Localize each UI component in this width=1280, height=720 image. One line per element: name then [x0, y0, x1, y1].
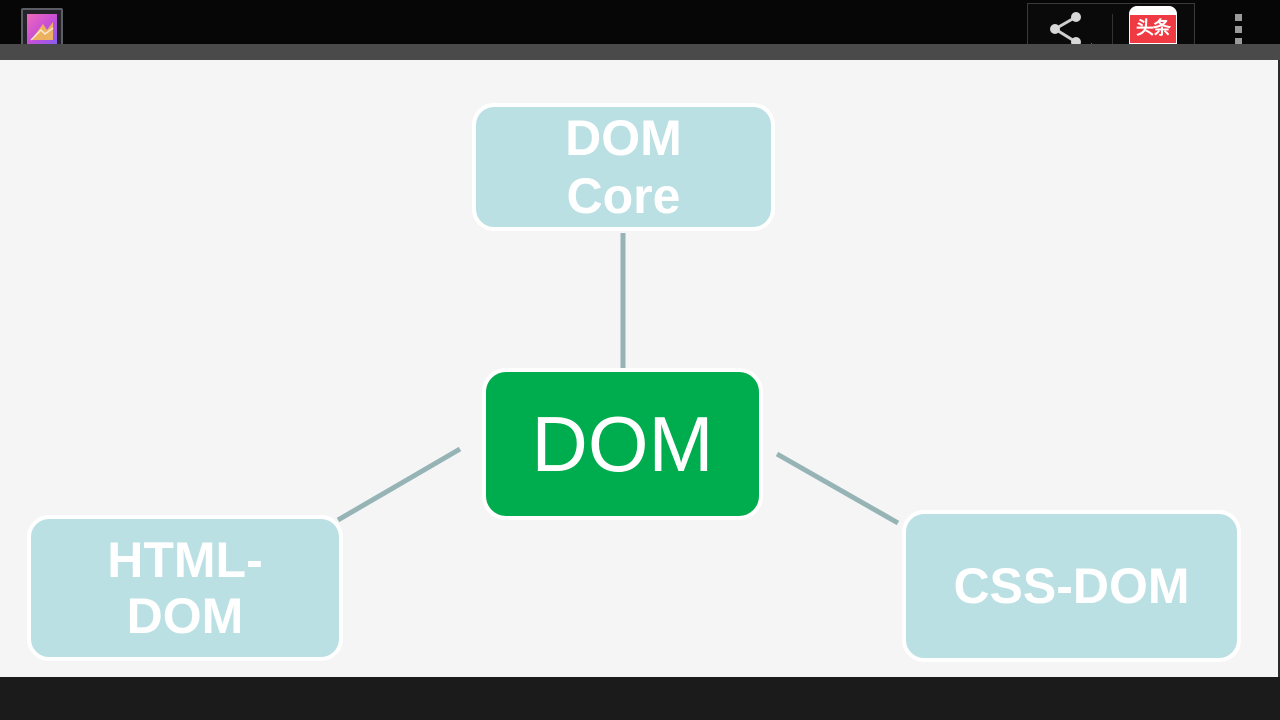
- connector-dom-html: [336, 446, 462, 523]
- connector-dom-css: [775, 451, 900, 526]
- bottom-bar: [0, 677, 1280, 720]
- viewer-right-edge: [1278, 60, 1280, 677]
- overflow-menu-button[interactable]: [1222, 8, 1256, 52]
- node-dom-center[interactable]: DOM: [482, 368, 763, 520]
- action-bar: 头条: [0, 0, 1280, 56]
- node-css-dom-label: CSS-DOM: [953, 558, 1190, 614]
- node-dom-core[interactable]: DOM Core: [472, 103, 775, 231]
- gallery-image-icon: [27, 14, 57, 44]
- gallery-icon[interactable]: [21, 8, 63, 50]
- toutiao-label: 头条: [1130, 15, 1176, 43]
- node-html-dom-line1: HTML-: [107, 532, 263, 588]
- action-divider: [1112, 14, 1113, 46]
- node-dom-label: DOM: [531, 400, 714, 488]
- node-css-dom[interactable]: CSS-DOM: [902, 510, 1241, 662]
- diagram-connectors: [336, 233, 900, 526]
- node-html-dom[interactable]: HTML- DOM: [27, 515, 343, 661]
- overflow-menu-icon: [1235, 14, 1242, 45]
- action-bar-bottom-strip: [0, 44, 1280, 60]
- node-html-dom-line2: DOM: [126, 588, 244, 644]
- node-dom-core-line2: Core: [566, 168, 681, 224]
- image-viewer-canvas[interactable]: DOM Core DOM HTML- DOM CSS-DOM: [0, 60, 1278, 677]
- node-dom-core-line1: DOM: [565, 110, 682, 166]
